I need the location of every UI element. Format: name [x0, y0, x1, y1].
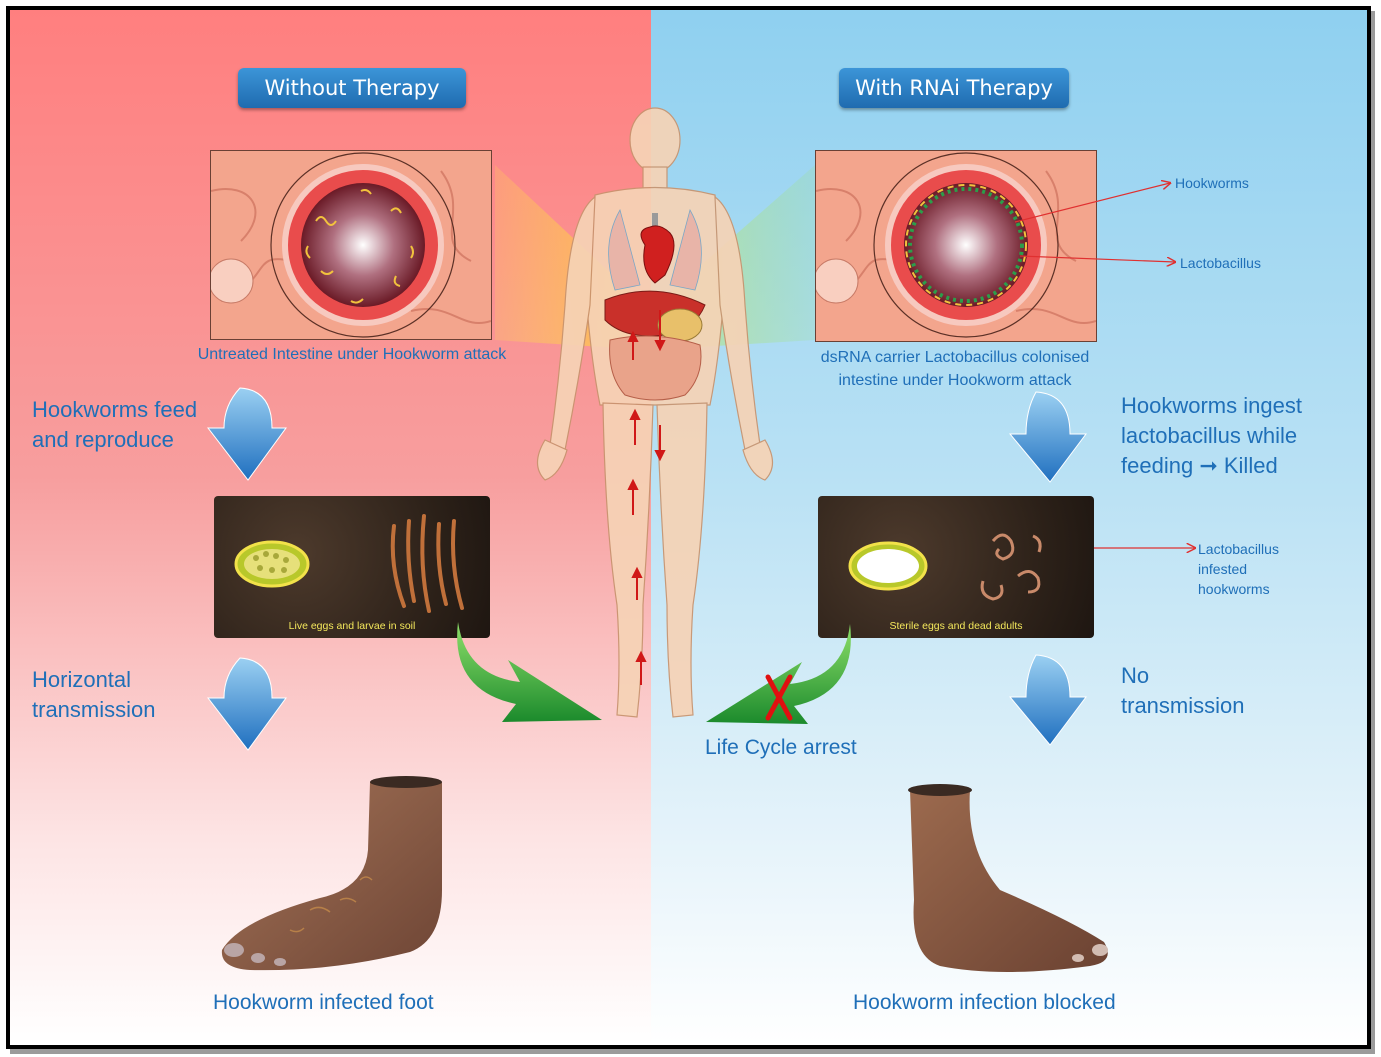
lactobacillus-infested-label: Lactobacillus infested hookworms — [1198, 541, 1279, 597]
sterile-eggs-and-dead-adults — [848, 533, 1042, 601]
diagram-frame: Without Therapy With RNAi Therapy U — [6, 6, 1371, 1049]
sterile-eggs-soil-image: Sterile eggs and dead adults — [818, 496, 1094, 638]
hookworms-label: Hookworms — [1175, 175, 1249, 191]
ingest-killed-text: Hookworms ingest lactobacillus while fee… — [1121, 393, 1302, 478]
intestine-cross-section — [211, 152, 491, 338]
left-hand — [536, 439, 568, 481]
infected-foot-image — [221, 776, 442, 971]
sterile-eggs-caption: Sterile eggs and dead adults — [889, 620, 1023, 632]
right-hand — [742, 439, 774, 481]
hookworms-pointer — [1014, 183, 1170, 223]
horizontal-transmission-text: Horizontal transmission — [32, 667, 156, 722]
without-therapy-header: Without Therapy — [238, 68, 466, 108]
heart-icon — [640, 225, 675, 284]
untreated-intestine-caption: Untreated Intestine under Hookworm attac… — [197, 346, 507, 363]
blue-arrows — [206, 387, 1087, 751]
live-eggs-soil-image: Live eggs and larvae in soil — [214, 496, 490, 638]
treated-caption-line-1: dsRNA carrier Lactobacillus colonised — [820, 349, 1090, 366]
green-arrow-right — [706, 624, 851, 724]
life-cycle-arrest-label: Life Cycle arrest — [705, 736, 857, 759]
feed-reproduce-text: Hookworms feed and reproduce — [32, 397, 198, 452]
infected-foot-caption: Hookworm infected foot — [213, 991, 434, 1014]
treated-intestine-image — [815, 150, 1097, 342]
human-body-figure — [536, 107, 774, 718]
no-transmission-text: No transmission — [1121, 663, 1245, 718]
treated-caption-line-2: intestine under Hookworm attack — [838, 372, 1072, 389]
live-eggs-and-larvae — [234, 514, 464, 613]
lactobacillus-pointer — [1019, 255, 1175, 262]
left-leg — [602, 402, 654, 718]
infection-blocked-caption: Hookworm infection blocked — [853, 991, 1116, 1014]
right-leg — [656, 402, 708, 718]
intestine-cross-section-treated — [816, 152, 1096, 338]
blue-arrow-4 — [1008, 654, 1087, 746]
untreated-intestine-image — [210, 150, 492, 340]
green-arrow-left — [457, 622, 602, 722]
live-eggs-caption: Live eggs and larvae in soil — [288, 620, 416, 632]
left-arm — [549, 195, 596, 451]
right-arm — [714, 195, 761, 451]
lungs-icon — [608, 208, 702, 291]
rnai-therapy-header: With RNAi Therapy — [839, 68, 1069, 108]
cross-mark-icon — [765, 674, 793, 721]
blue-arrow-2 — [206, 657, 287, 751]
blue-arrow-1 — [206, 387, 287, 481]
right-arrow-icon: ➞ — [1199, 453, 1218, 478]
lactobacillus-label: Lactobacillus — [1180, 255, 1261, 271]
blue-arrow-3 — [1008, 391, 1087, 483]
healthy-foot-image — [908, 784, 1108, 972]
treated-intestine-caption: dsRNA carrier Lactobacillus colonised in… — [795, 346, 1115, 392]
green-arrows — [457, 622, 851, 724]
